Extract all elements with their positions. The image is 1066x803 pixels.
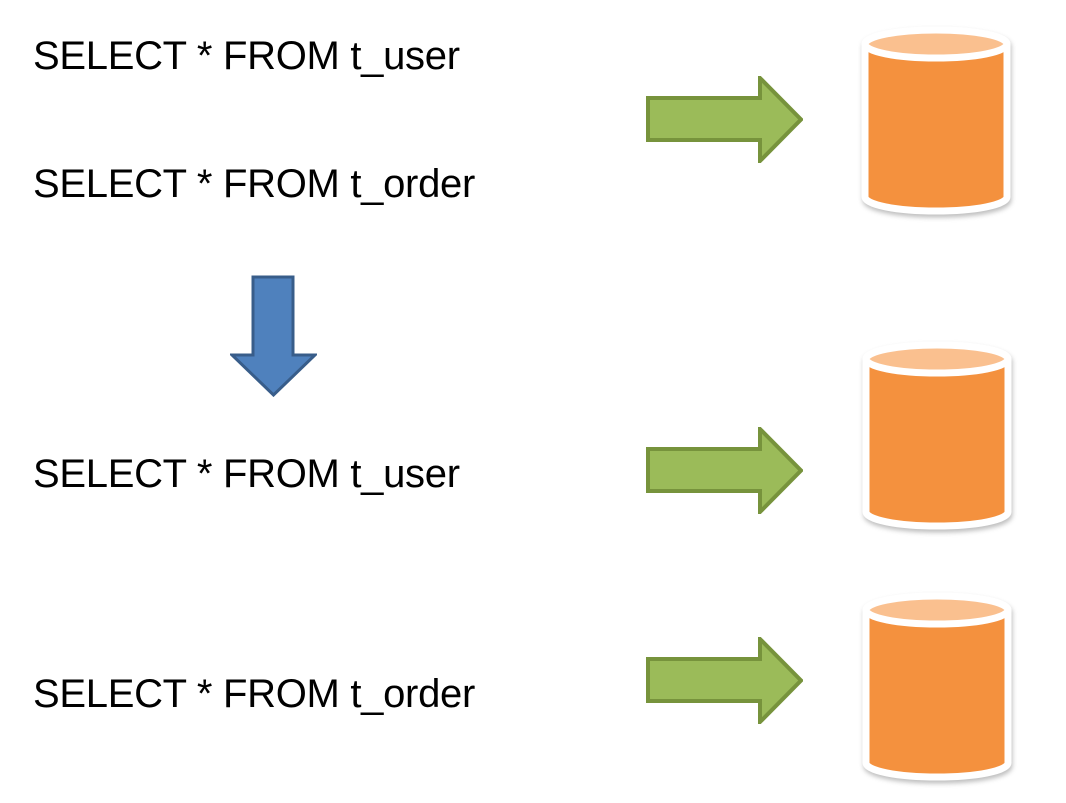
right-block-arrow-icon xyxy=(646,637,803,724)
query-text-bottom-user: SELECT * FROM t_user xyxy=(33,452,460,496)
right-block-arrow-icon xyxy=(646,427,803,514)
database-cylinder-icon xyxy=(862,592,1012,781)
query-text-top-user: SELECT * FROM t_user xyxy=(33,34,460,78)
right-block-arrow-icon xyxy=(646,76,803,163)
query-text-top-order: SELECT * FROM t_order xyxy=(33,162,475,206)
down-block-arrow-icon xyxy=(230,275,317,397)
database-cylinder-icon xyxy=(861,26,1011,215)
query-text-bottom-order: SELECT * FROM t_order xyxy=(33,672,475,716)
database-cylinder-icon xyxy=(862,341,1012,530)
